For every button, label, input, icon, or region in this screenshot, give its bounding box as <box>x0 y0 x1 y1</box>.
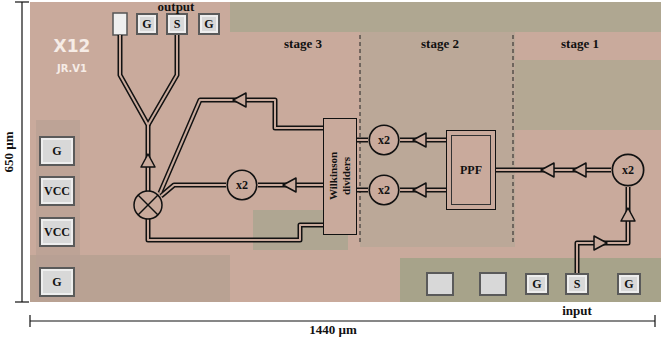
node-text: S <box>174 17 181 32</box>
bond-pad: G <box>525 273 549 295</box>
port-label: output <box>158 0 195 15</box>
node-text: PPF <box>460 163 482 178</box>
frequency-doubler: x2 <box>368 124 400 156</box>
dimension-label: 1440 µm <box>307 322 359 338</box>
polyphase-filter: PPF <box>446 130 496 210</box>
node-text: G <box>52 144 61 159</box>
node-text: G <box>142 17 151 32</box>
node-text: G <box>204 17 213 32</box>
node-text: Wilkinson dividers <box>327 152 353 200</box>
bond-pad: S <box>565 273 589 295</box>
node-text: x2 <box>622 163 634 178</box>
signal-line <box>577 187 628 273</box>
bond-pad: G <box>39 136 75 166</box>
stage-label: stage 1 <box>561 36 599 52</box>
node-text: G <box>624 277 633 292</box>
bond-pad: G <box>617 273 641 295</box>
bond-pad: VCC <box>39 176 75 206</box>
signal-line <box>357 140 368 141</box>
dimension-label: 650 µm <box>1 129 17 174</box>
node-text: G <box>52 275 61 290</box>
node-text: x2 <box>236 178 248 193</box>
bond-pad: VCC <box>39 217 75 247</box>
port-label: input <box>562 303 592 319</box>
stage-label: stage 3 <box>284 36 322 52</box>
node-text: x2 <box>378 183 390 198</box>
node-text: VCC <box>44 184 70 199</box>
node-text: S <box>574 277 581 292</box>
signal-line <box>357 190 368 191</box>
frequency-doubler: x2 <box>368 174 400 206</box>
wilkinson-divider: Wilkinson dividers <box>323 118 357 235</box>
node-text: VCC <box>44 225 70 240</box>
bond-pad: G <box>39 267 75 297</box>
chip-marking: X12 <box>54 36 91 56</box>
bond-pad: G <box>198 13 220 35</box>
frequency-doubler: x2 <box>611 153 645 187</box>
bond-pad: S <box>166 13 188 35</box>
stage-label: stage 2 <box>421 36 459 52</box>
frequency-doubler: x2 <box>226 169 258 201</box>
node-text: x2 <box>378 133 390 148</box>
node-text: G <box>532 277 541 292</box>
chip-marking: JR.V1 <box>57 63 87 74</box>
bond-pad: G <box>136 13 158 35</box>
